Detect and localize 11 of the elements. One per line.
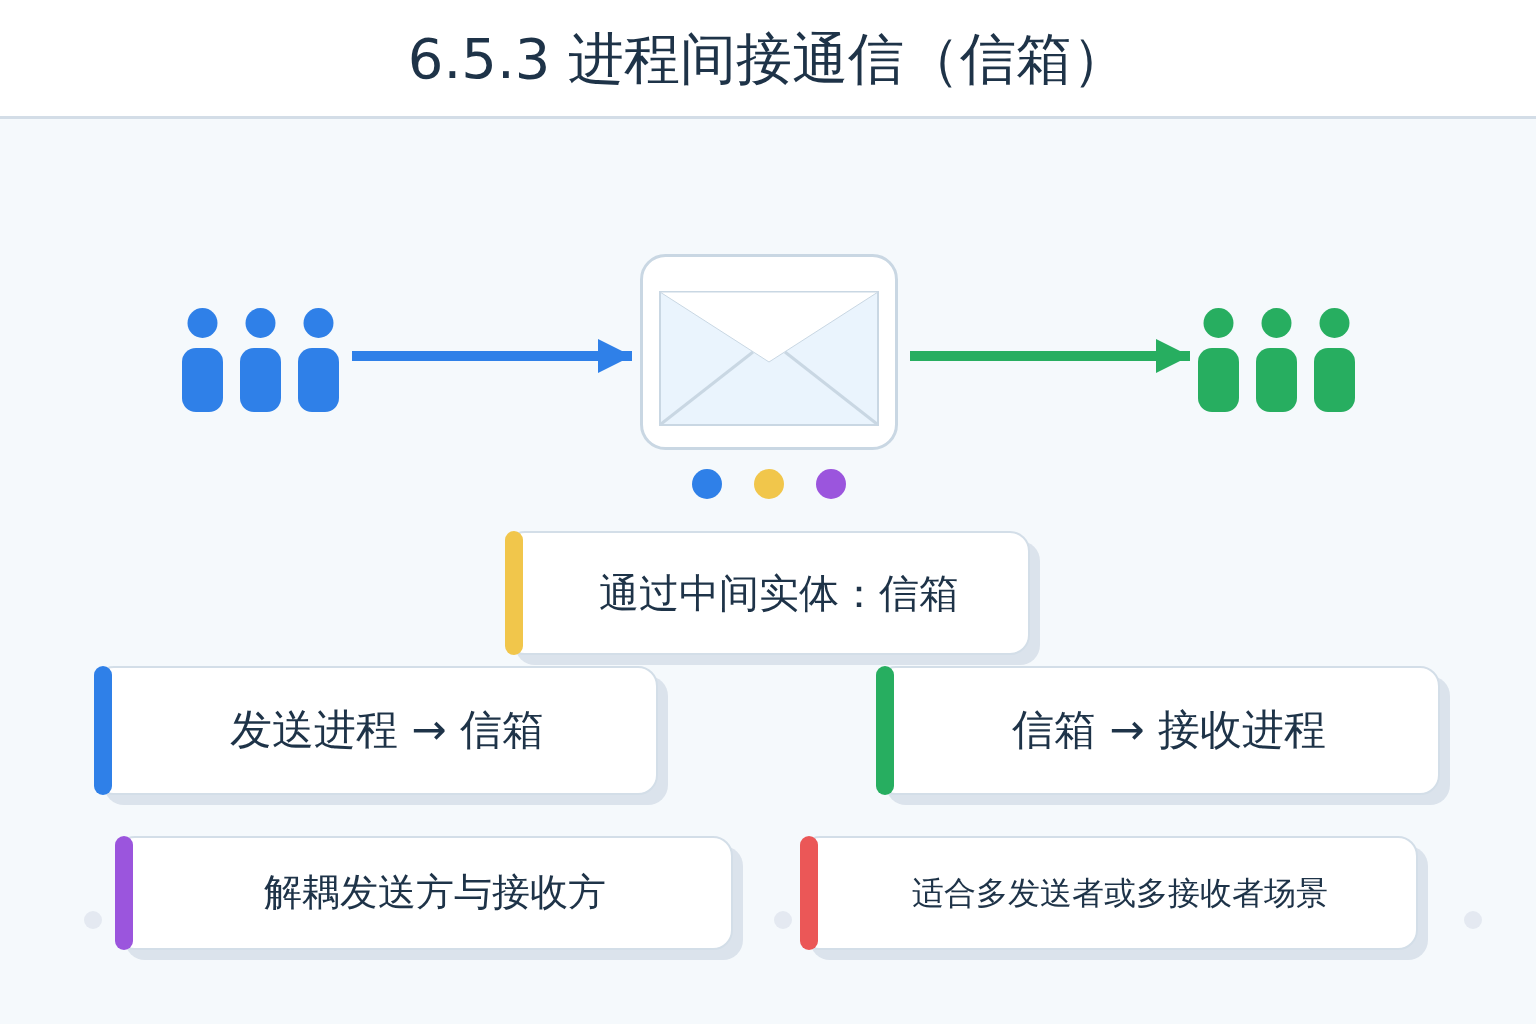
envelope-icon <box>640 254 898 450</box>
card-text: 发送进程 → 信箱 <box>230 705 544 756</box>
card-text: 信箱 → 接收进程 <box>1012 705 1326 756</box>
people-icon <box>182 308 340 412</box>
card-text: 适合多发送者或多接收者场景 <box>912 873 1328 913</box>
arrow <box>910 339 1190 373</box>
card-text: 通过中间实体：信箱 <box>598 569 959 617</box>
card-text: 解耦发送方与接收方 <box>264 870 606 916</box>
people-icon <box>1198 308 1356 412</box>
arrow <box>352 339 632 373</box>
title: 6.5.3 进程间接通信（信箱） <box>407 25 1129 93</box>
